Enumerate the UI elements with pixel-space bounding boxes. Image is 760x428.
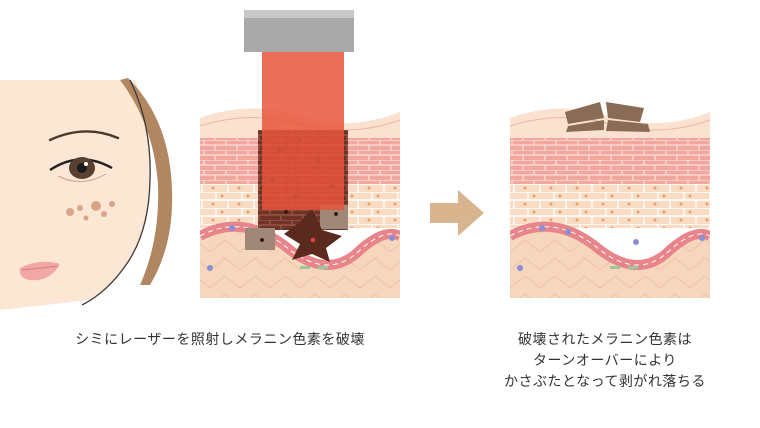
caption-turnover-line-3: かさぶたとなって剥がれ落ちる xyxy=(460,372,750,393)
caption-laser-treatment: シミにレーザーを照射しメラニン色素を破壊 xyxy=(10,330,430,351)
right-arrow-icon xyxy=(430,190,484,236)
face-illustration xyxy=(0,78,172,310)
eye-highlight xyxy=(84,162,88,166)
laser-beam xyxy=(262,50,344,210)
skin-cross-section-after xyxy=(510,108,710,298)
caption-turnover-line-1: 破壊されたメラニン色素は xyxy=(460,330,750,351)
caption-turnover: 破壊されたメラニン色素は ターンオーバーにより かさぶたとなって剥がれ落ちる xyxy=(460,330,750,393)
caption-turnover-line-2: ターンオーバーにより xyxy=(460,351,750,372)
